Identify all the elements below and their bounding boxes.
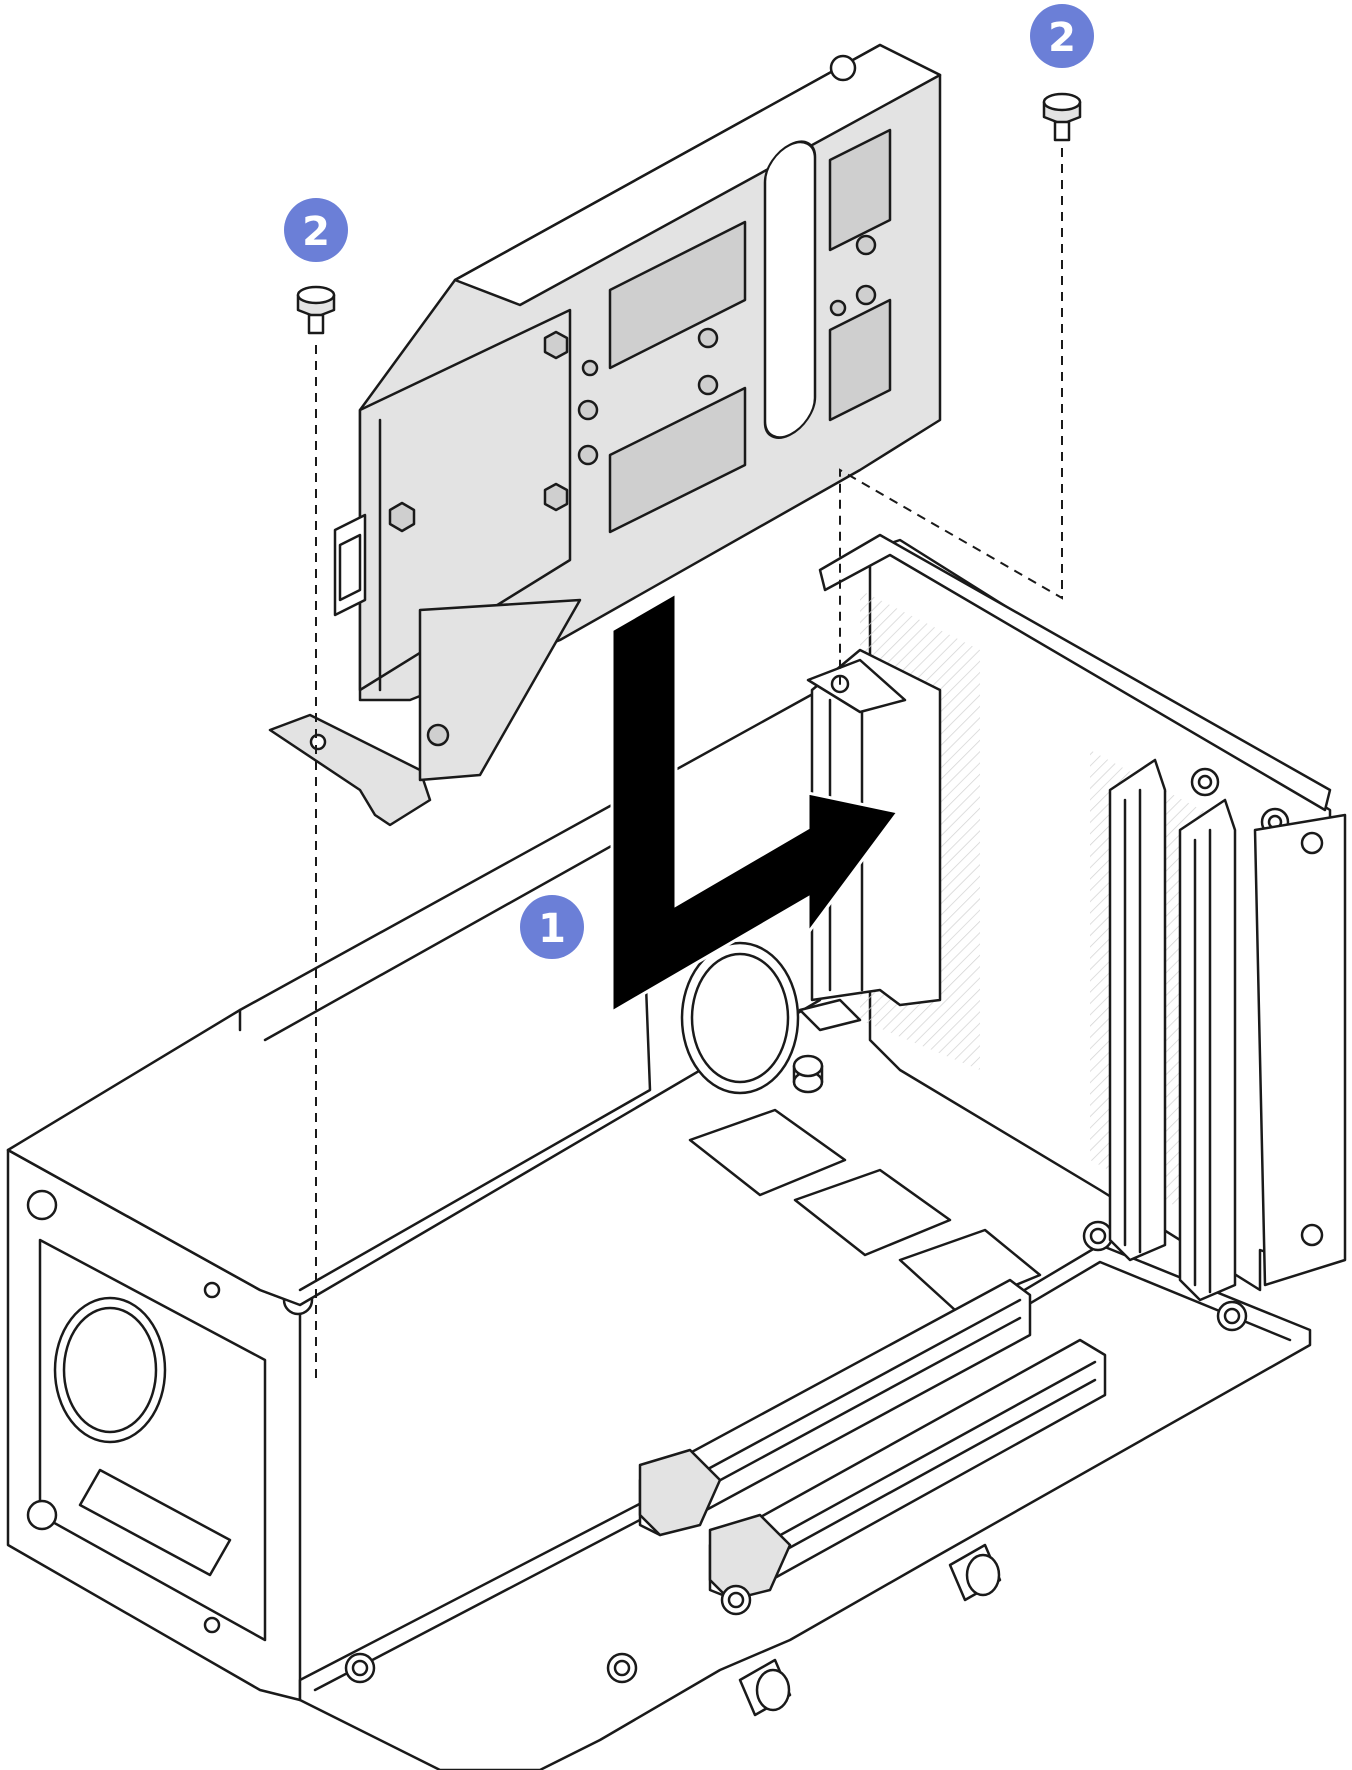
thumbscrew-1[interactable]	[948, 1543, 1002, 1602]
board-screw-5	[606, 1652, 638, 1684]
thumbscrew-2[interactable]	[738, 1658, 792, 1717]
pcie-slot-1	[638, 1278, 1032, 1537]
adapter-top-standoff	[829, 54, 857, 82]
adapter-module	[268, 43, 942, 827]
board-screw-4	[344, 1652, 376, 1684]
pcie-slot-2-latch[interactable]	[708, 1513, 792, 1602]
adapter-mounting-foot	[268, 713, 432, 827]
board-pad-1	[688, 1108, 847, 1197]
adapter-top-ridge	[453, 43, 942, 307]
adapter-gusset	[418, 598, 582, 782]
adapter-hex-nut-2	[543, 330, 569, 360]
board-pad-3	[898, 1228, 1042, 1312]
callout-step-1-label: 1	[538, 906, 566, 952]
screw-right	[1042, 92, 1082, 142]
board-pad-2	[793, 1168, 952, 1257]
adapter-hex-nut-1	[388, 501, 416, 533]
callout-step-1: 1	[520, 895, 584, 959]
cage-end-round-cutout	[53, 1296, 167, 1444]
riser-cage	[6, 533, 1347, 1770]
cage-wall-round-vent	[680, 941, 800, 1095]
cage-end-rivet-top	[26, 1189, 58, 1221]
adapter-cutout-1	[608, 220, 747, 370]
pcie-bracket-1	[1108, 758, 1220, 1262]
callout-step-2-left: 2	[284, 198, 348, 262]
adapter-hex-nut-3	[543, 482, 569, 512]
board-screw-2	[1216, 1300, 1248, 1332]
adapter-cutout-2	[608, 386, 747, 534]
screw-left	[296, 285, 336, 335]
alignment-line-right	[839, 148, 1063, 690]
pcie-slot-2	[708, 1338, 1107, 1602]
callout-step-2-right-label: 2	[1048, 15, 1076, 61]
adapter-slot	[763, 140, 817, 439]
cage-end-slot	[78, 1468, 232, 1577]
callout-step-2-left-label: 2	[302, 209, 330, 255]
board-screw-1	[1082, 1220, 1114, 1252]
adapter-cutout-4	[828, 298, 892, 422]
adapter-cutout-3	[828, 128, 892, 252]
install-direction-arrow	[610, 590, 901, 1015]
cage-mount-tab	[806, 658, 907, 714]
callout-step-2-right: 2	[1030, 4, 1094, 68]
pcie-slot-1-latch[interactable]	[638, 1448, 722, 1537]
cage-end-rivet-bottom	[26, 1499, 58, 1531]
board-screw-3	[720, 1584, 752, 1616]
board-standoff	[792, 1054, 824, 1094]
pcie-bracket-end	[1253, 813, 1347, 1287]
